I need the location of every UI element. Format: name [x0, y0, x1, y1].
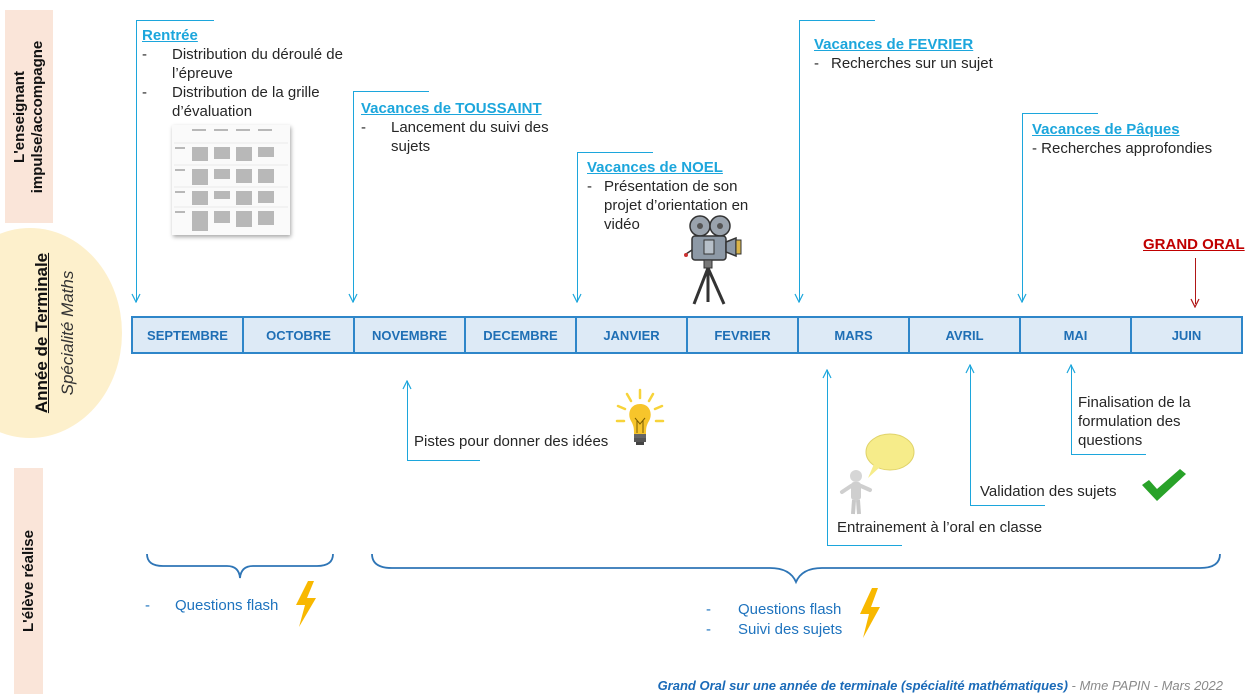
year-subtitle: Spécialité Maths [58, 270, 77, 396]
arrow-down-icon [131, 293, 141, 303]
event-toussaint: Vacances de TOUSSAINT -Lancement du suiv… [361, 100, 561, 156]
arrow-down-icon [1190, 298, 1200, 308]
event-noel: Vacances de NOEL -Présentation de son pr… [587, 159, 772, 234]
month-cell: JANVIER [577, 318, 688, 352]
teacher-label-box: L'enseignant impulse/accompagne [5, 10, 53, 223]
event-heading: Rentrée [142, 27, 198, 44]
arrow-down-icon [572, 293, 582, 303]
brace-period-1 [146, 553, 334, 579]
event-rentree: Rentrée -Distribution du déroulé de l’ép… [142, 27, 382, 121]
connector-line [1071, 365, 1072, 455]
connector-line [970, 365, 971, 506]
event-item: Présentation de son projet d’orientation… [604, 178, 749, 233]
grand-oral-label: GRAND ORAL [1143, 236, 1245, 253]
event-item: Distribution du déroulé de l’épreuve [172, 46, 343, 82]
year-label: Année de Terminale Spécialité Maths [0, 228, 110, 438]
connector-line [827, 370, 828, 546]
connector-line [577, 152, 653, 153]
checkmark-icon [1142, 469, 1186, 501]
bottom-event-text: Pistes pour donner des idées [414, 433, 609, 450]
student-label: L'élève réalise [19, 530, 37, 632]
connector-line [136, 20, 137, 302]
month-cell: FEVRIER [688, 318, 799, 352]
movie-camera-icon [684, 215, 742, 305]
bottom-event-text: Validation des sujets [980, 483, 1117, 500]
footer-author-date: - Mme PAPIN - Mars 2022 [1067, 678, 1223, 693]
month-cell: SEPTEMBRE [133, 318, 244, 352]
bottom-event-text: Entrainement à l’oral en classe [837, 519, 1043, 536]
connector-line [970, 505, 1045, 506]
activity-item: Questions flash [175, 597, 279, 614]
arrow-down-icon [1017, 293, 1027, 303]
connector-line [577, 152, 578, 302]
connector-line [1022, 113, 1098, 114]
month-cell: MAI [1021, 318, 1132, 352]
bottom-event-text: Finalisation de la formulation des quest… [1078, 394, 1191, 449]
event-heading: Vacances de Pâques [1032, 121, 1180, 138]
connector-line [799, 20, 875, 21]
connector-line [407, 460, 480, 461]
footer-credit: Grand Oral sur une année de terminale (s… [658, 678, 1223, 693]
connector-line [407, 381, 408, 461]
year-title: Année de Terminale [32, 252, 51, 414]
brace-period-2 [371, 553, 1221, 585]
month-timeline: SEPTEMBRE OCTOBRE NOVEMBRE DECEMBRE JANV… [131, 316, 1243, 354]
event-paques: Vacances de Pâques - Recherches approfon… [1032, 121, 1251, 158]
month-cell: NOVEMBRE [355, 318, 466, 352]
arrow-down-icon [348, 293, 358, 303]
event-item: Lancement du suivi des sujets [391, 119, 549, 155]
event-heading: Vacances de FEVRIER [814, 36, 974, 53]
event-heading: Vacances de TOUSSAINT [361, 100, 542, 117]
month-cell: JUIN [1171, 327, 1202, 343]
footer-title: Grand Oral sur une année de terminale (s… [657, 678, 1068, 693]
grand-oral-line [1195, 258, 1196, 304]
event-item: - Recherches approfondies [1032, 140, 1213, 157]
month-cell: MARS [799, 318, 910, 352]
lightning-icon [296, 581, 316, 627]
teacher-label: L'enseignant impulse/accompagne [11, 40, 46, 193]
connector-line [136, 20, 214, 21]
connector-line [353, 91, 354, 302]
month-cell: OCTOBRE [244, 318, 355, 352]
student-activities-period-2: -Questions flash -Suivi des sujets [706, 601, 843, 638]
activity-item: Questions flash [738, 601, 842, 618]
lightning-icon [860, 588, 880, 638]
connector-line [353, 91, 429, 92]
arrow-down-icon [794, 293, 804, 303]
event-item: Recherches sur un sujet [831, 55, 993, 72]
student-activities-period-1: -Questions flash [145, 597, 279, 614]
connector-line [1022, 113, 1023, 302]
month-cell: AVRIL [910, 318, 1021, 352]
event-fevrier: Vacances de FEVRIER -Recherches sur un s… [814, 36, 1044, 73]
connector-line [827, 545, 902, 546]
student-label-box: L'élève réalise [14, 468, 43, 694]
speaking-person-icon [840, 433, 915, 515]
lightbulb-icon [615, 388, 665, 445]
evaluation-grid-image [172, 125, 290, 235]
event-item: Distribution de la grille d’évaluation [172, 84, 320, 120]
connector-line [799, 20, 800, 302]
month-cell: DECEMBRE [466, 318, 577, 352]
event-heading: Vacances de NOEL [587, 159, 723, 176]
activity-item: Suivi des sujets [738, 621, 843, 638]
connector-line [1071, 454, 1146, 455]
